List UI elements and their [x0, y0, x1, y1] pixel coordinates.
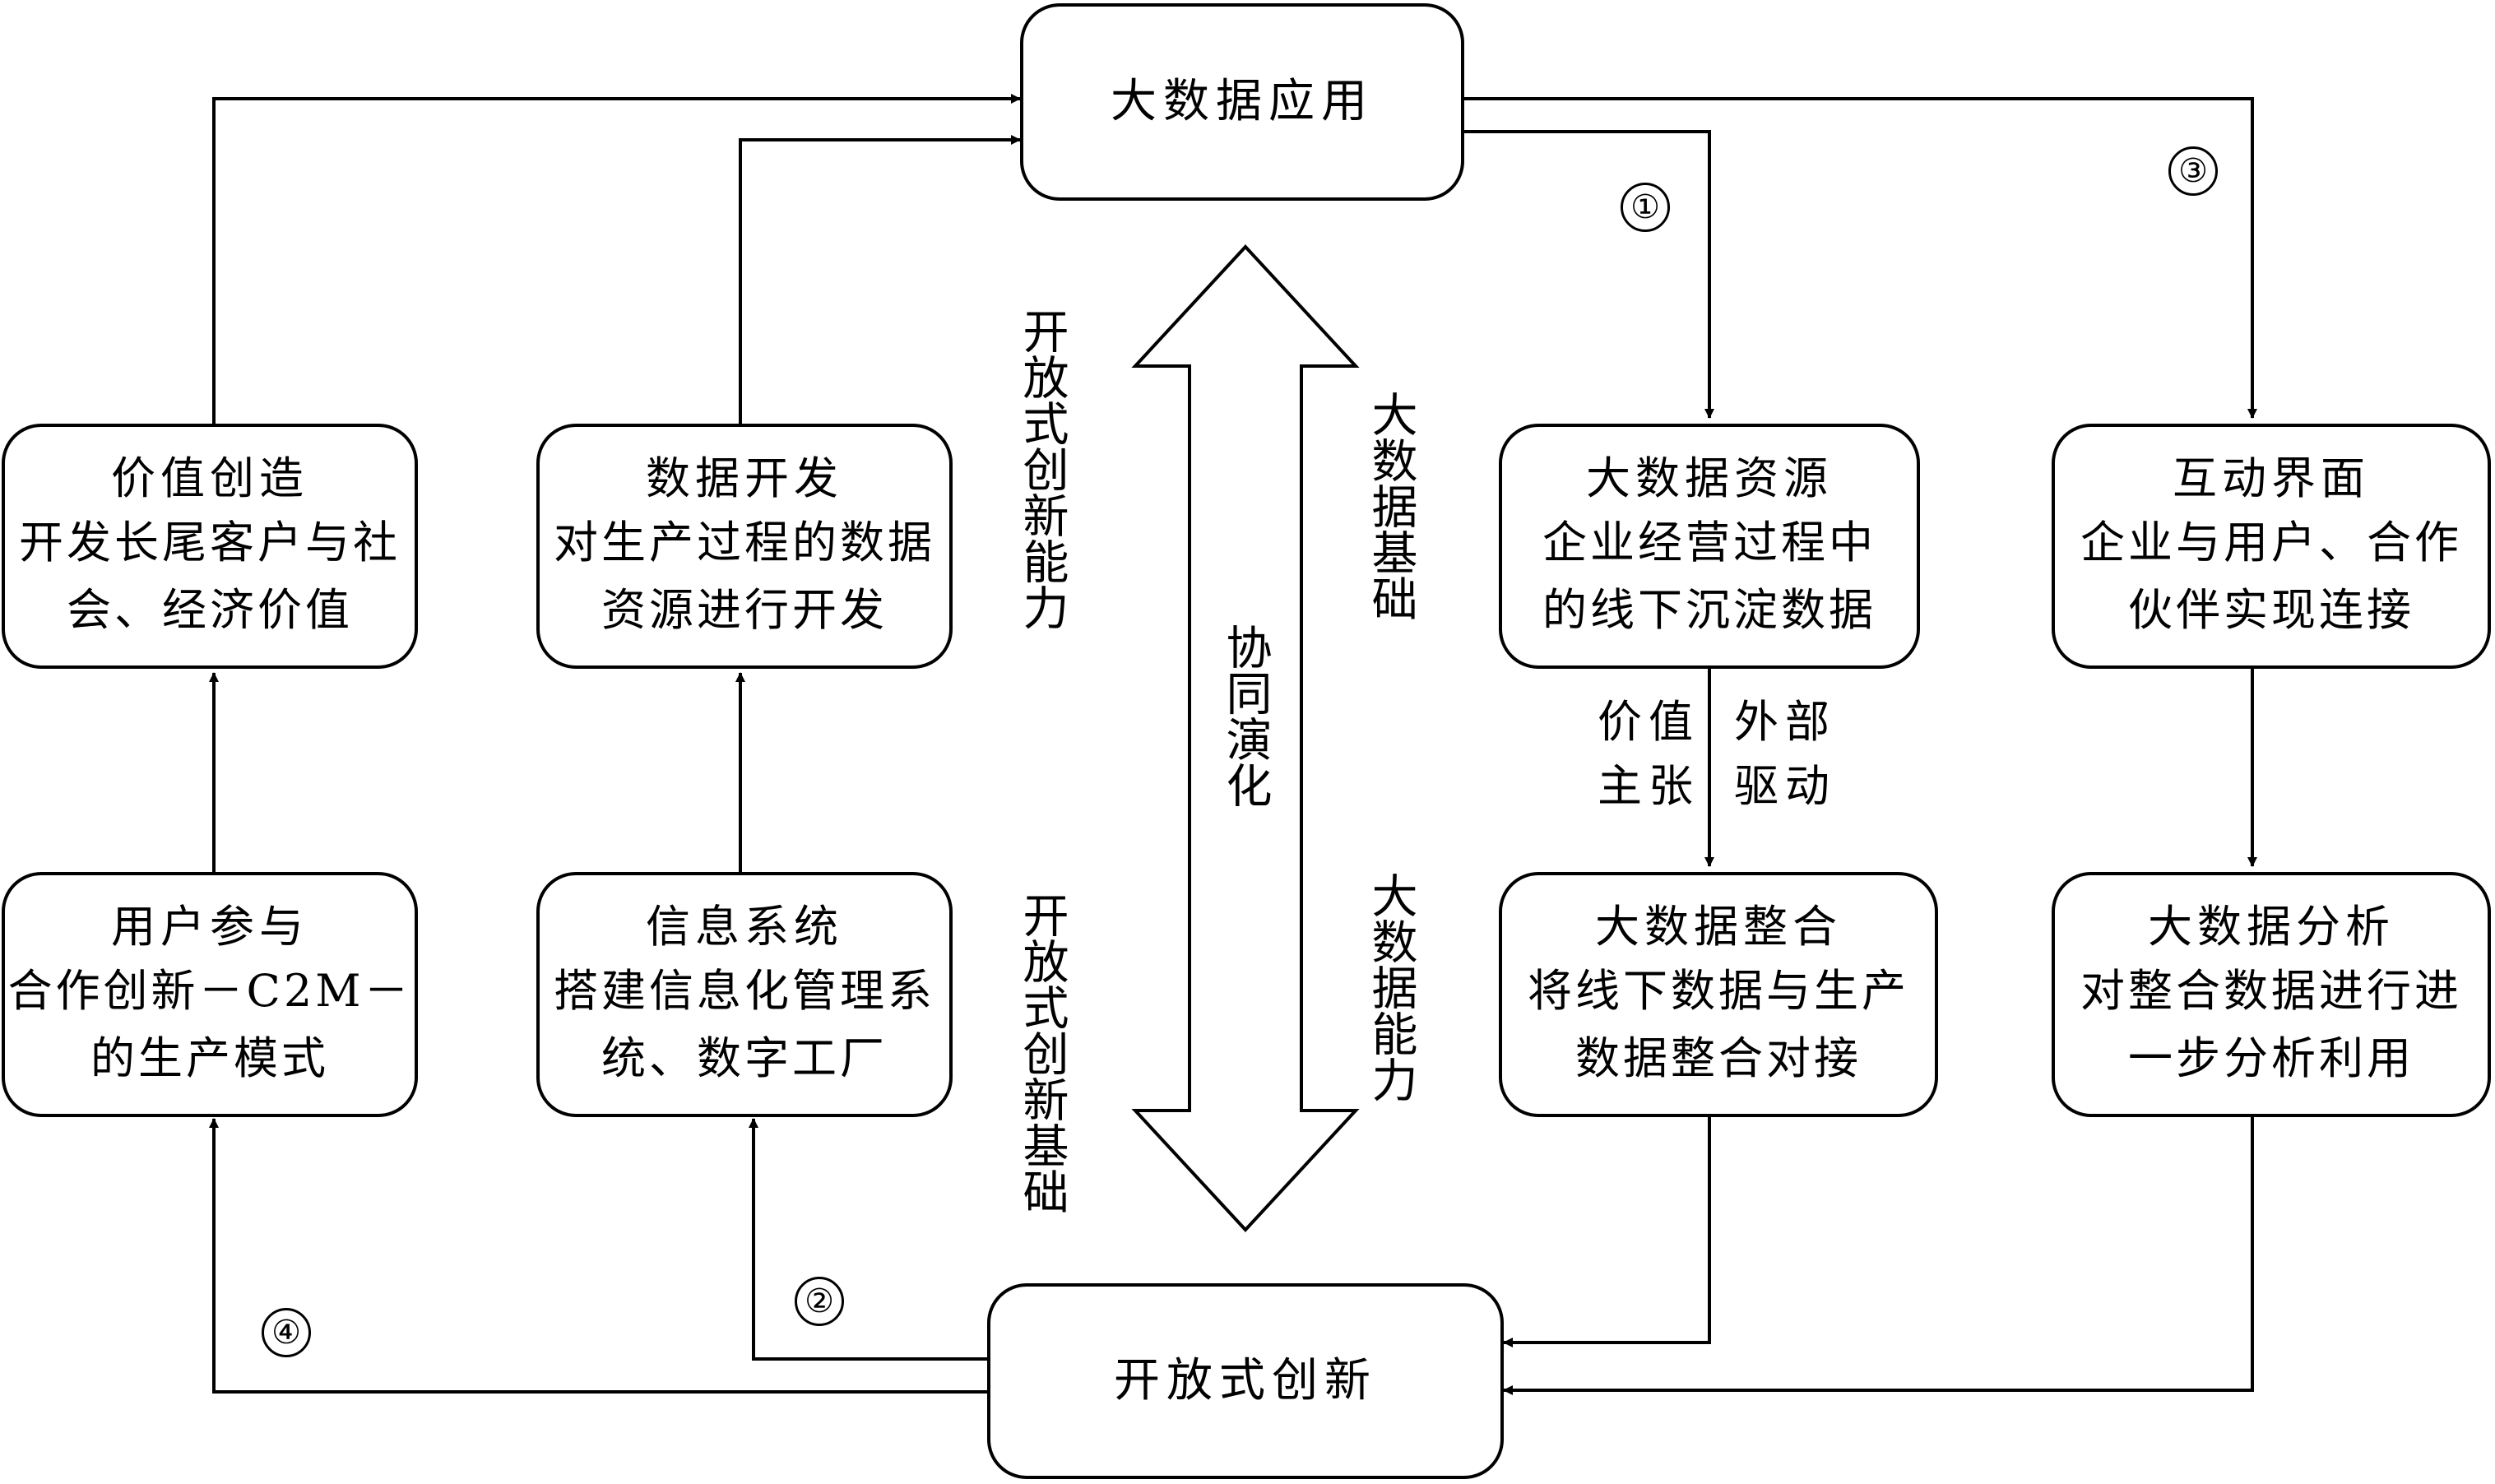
arrow-datadev-to-app: [739, 135, 1021, 424]
open-innovation-ability-label: 开放式创新能力: [1015, 308, 1069, 630]
user-participation-box: 用户参与 合作创新－C2M－ 的生产模式: [2, 872, 418, 1117]
marker-3: ③: [2168, 146, 2218, 196]
big-data-analysis-box: 大数据分析 对整合数据进行进 一步分析利用: [2052, 872, 2491, 1117]
external-drive-label-2: 驱动: [1734, 760, 1836, 812]
big-data-integration-line-2: 数据整合对接: [1575, 1032, 1862, 1084]
big-data-ability-label: 大数据能力: [1364, 872, 1417, 1102]
arrow-open-to-info: [749, 1118, 987, 1361]
big-data-resource-box: 大数据资源 企业经营过程中 的线下沉淀数据: [1499, 424, 1920, 669]
data-development-title: 数据开发: [646, 452, 843, 504]
big-data-integration-line-1: 将线下数据与生产: [1528, 965, 1909, 1017]
information-system-line-1: 搭建信息化管理系: [554, 965, 935, 1017]
big-data-resource-line-2: 的线下沉淀数据: [1542, 584, 1876, 636]
coevolution-double-arrow: [1131, 244, 1360, 1232]
user-participation-line-2: 的生产模式: [90, 1032, 329, 1084]
big-data-integration-title: 大数据整合: [1595, 901, 1842, 953]
user-participation-line-1: 合作创新－C2M－: [7, 965, 412, 1017]
arrow-app-to-resource: [1464, 130, 1714, 419]
information-system-title: 信息系统: [646, 901, 843, 953]
marker-1: ①: [1621, 183, 1670, 232]
open-innovation-foundation-label: 开放式创新基础: [1015, 892, 1069, 1214]
open-innovation-title: 开放式创新: [1114, 1354, 1377, 1407]
big-data-application-title: 大数据应用: [1111, 75, 1374, 128]
value-creation-box: 价值创造 开发长尾客户与社 会、经济价值: [2, 424, 418, 669]
information-system-box: 信息系统 搭建信息化管理系 统、数字工厂: [536, 872, 953, 1117]
big-data-application-box: 大数据应用: [1020, 3, 1464, 201]
value-creation-title: 价值创造: [111, 452, 308, 504]
big-data-resource-title: 大数据资源: [1586, 452, 1833, 504]
arrow-open-to-user: [209, 1118, 987, 1394]
interaction-interface-box: 互动界面 企业与用户、合作 伙伴实现连接: [2052, 424, 2491, 669]
arrow-value-to-app: [212, 94, 1021, 424]
data-development-box: 数据开发 对生产过程的数据 资源进行开发: [536, 424, 953, 669]
open-innovation-box: 开放式创新: [987, 1283, 1504, 1479]
arrow-analysis-to-open: [1503, 1115, 2254, 1395]
interaction-interface-title: 互动界面: [2173, 452, 2370, 504]
user-participation-title: 用户参与: [111, 901, 308, 953]
marker-4: ④: [262, 1308, 311, 1357]
external-drive-label-1: 外部: [1734, 696, 1836, 748]
big-data-integration-box: 大数据整合 将线下数据与生产 数据整合对接: [1499, 872, 1938, 1117]
value-proposition-label-2: 主张: [1598, 760, 1700, 812]
big-data-analysis-line-2: 一步分析利用: [2128, 1032, 2414, 1084]
arrow-app-to-interaction: [1464, 97, 2257, 419]
marker-2: ②: [795, 1277, 844, 1326]
data-development-line-1: 对生产过程的数据: [554, 517, 935, 568]
coevolution-label: 协同演化: [1218, 624, 1272, 808]
value-creation-line-2: 会、经济价值: [67, 584, 353, 636]
big-data-foundation-label: 大数据基础: [1364, 391, 1417, 621]
information-system-line-2: 统、数字工厂: [601, 1032, 888, 1084]
big-data-resource-line-1: 企业经营过程中: [1542, 517, 1876, 568]
data-development-line-2: 资源进行开发: [601, 584, 888, 636]
arrow-integration-to-open: [1503, 1115, 1711, 1347]
value-creation-line-1: 开发长尾客户与社: [19, 517, 401, 568]
value-proposition-label-1: 价值: [1598, 696, 1700, 748]
interaction-interface-line-2: 伙伴实现连接: [2128, 584, 2414, 636]
interaction-interface-line-1: 企业与用户、合作: [2080, 517, 2462, 568]
big-data-analysis-title: 大数据分析: [2148, 901, 2395, 953]
big-data-analysis-line-1: 对整合数据进行进: [2080, 965, 2462, 1017]
